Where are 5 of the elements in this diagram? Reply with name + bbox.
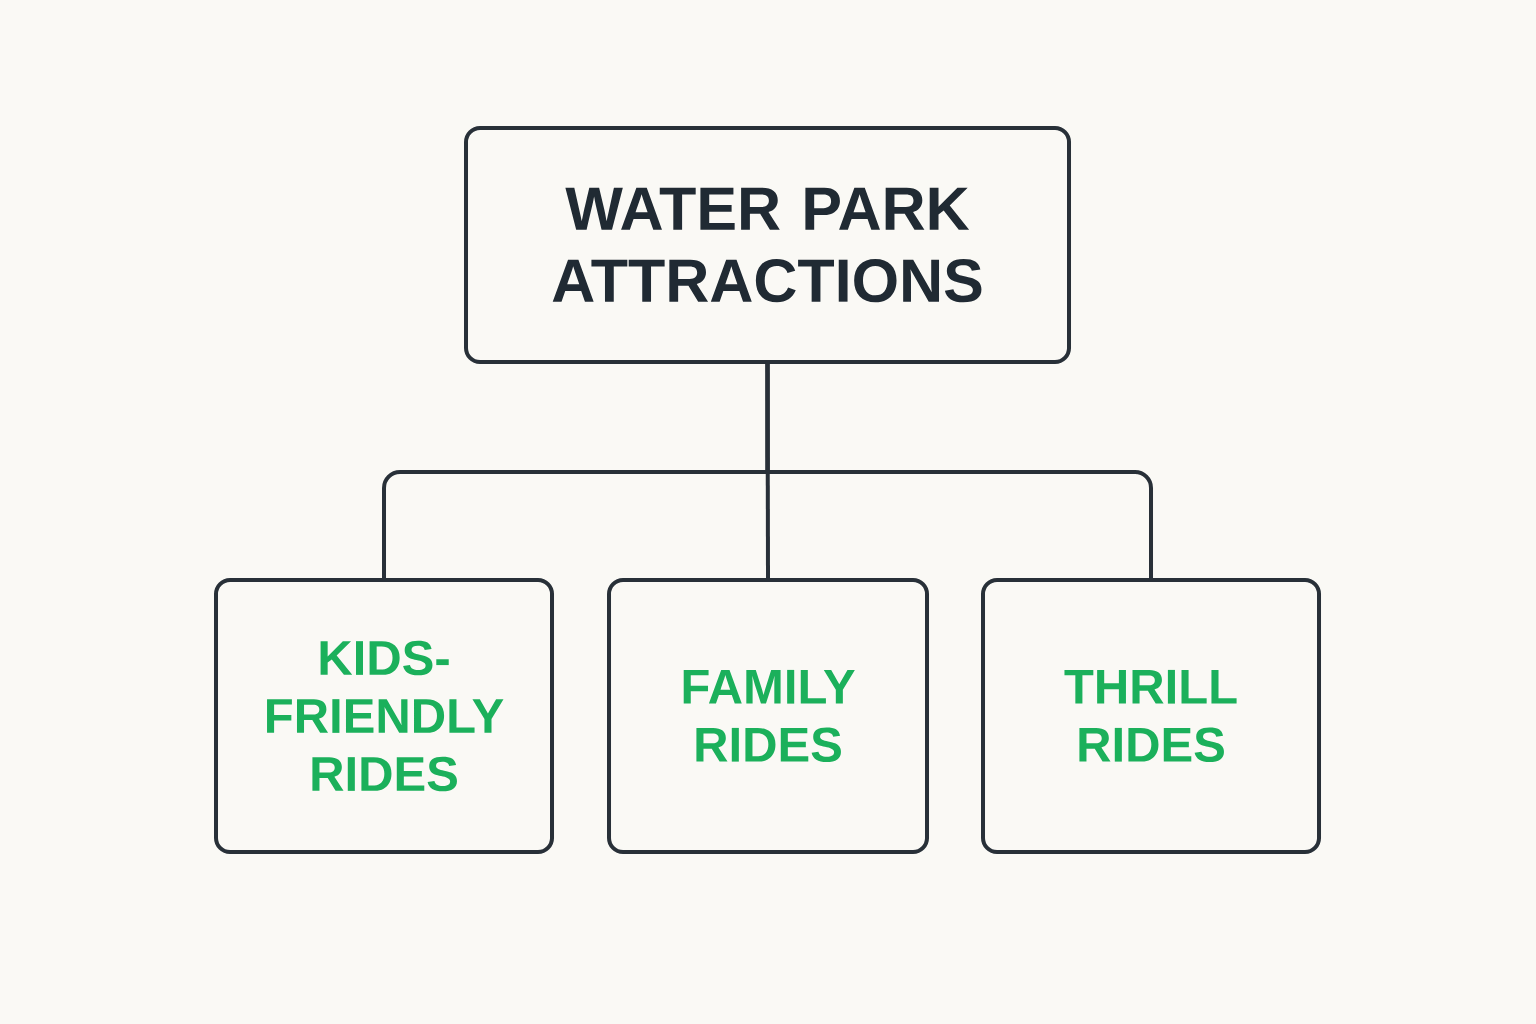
category-box: KIDS-FRIENDLY RIDES [214, 578, 554, 854]
category-box: THRILL RIDES [981, 578, 1321, 854]
heading-box: WATER PARK ATTRACTIONS [464, 126, 1071, 364]
connector-line [765, 362, 1153, 580]
category-box: FAMILY RIDES [607, 578, 929, 854]
